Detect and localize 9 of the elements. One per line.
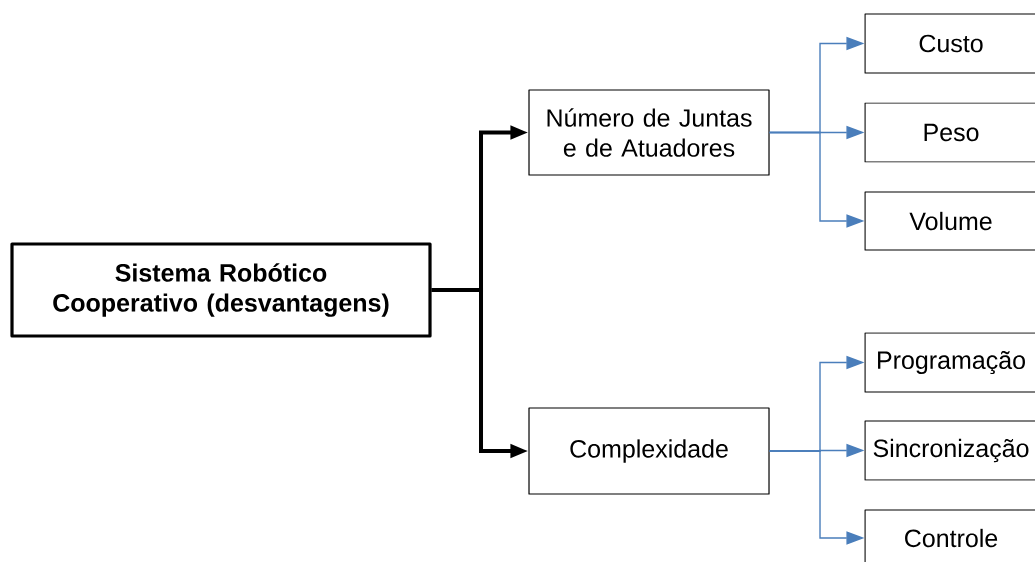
item-box: Programação [864, 332, 1035, 393]
item-box: Volume [864, 191, 1035, 251]
item-box: Peso [864, 102, 1035, 163]
category-box: Número de Juntas e de Atuadores [528, 89, 770, 176]
item-box: Controle [864, 509, 1035, 562]
item-box: Sincronização [864, 420, 1035, 481]
root-box: Sistema Robótico Cooperativo (desvantagens) [10, 242, 432, 338]
item-box: Custo [864, 13, 1035, 74]
category-box: Complexidade [528, 407, 770, 495]
